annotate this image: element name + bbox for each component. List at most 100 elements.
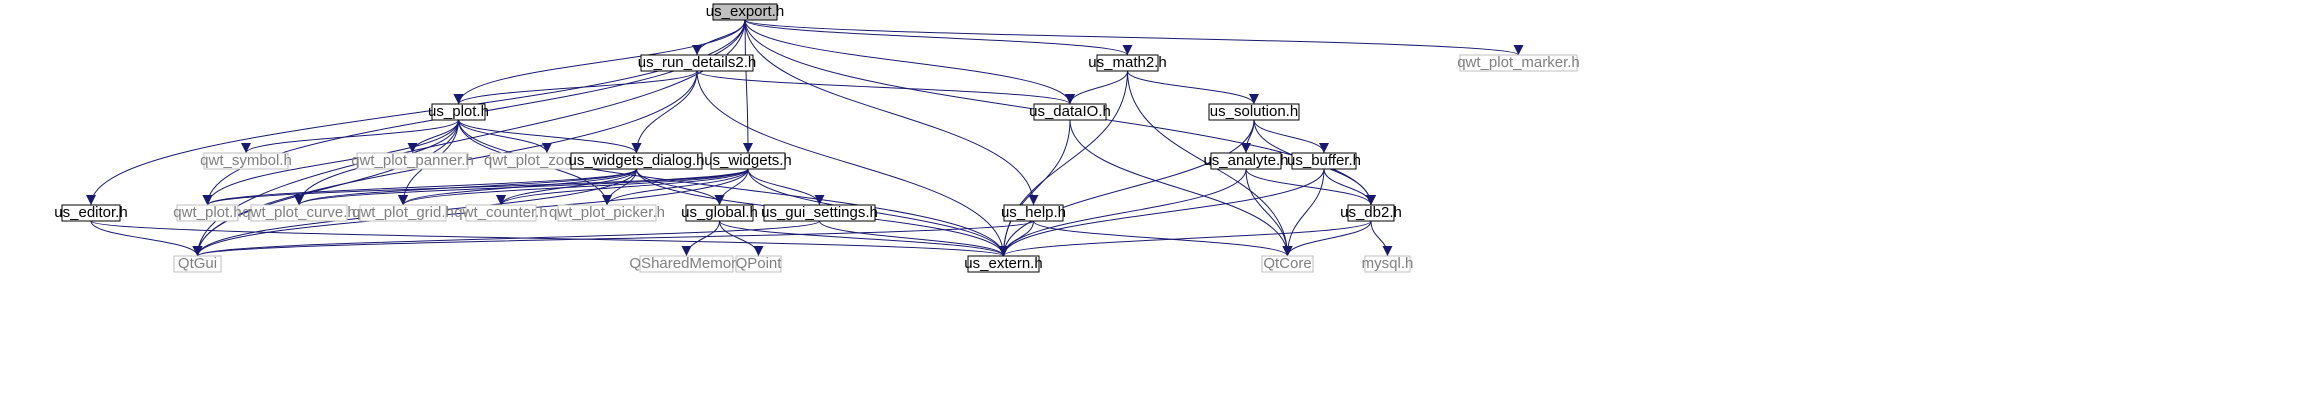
node-us_extern[interactable]: us_extern.h — [964, 255, 1043, 273]
edge-us_db2-to-mysql — [1370, 220, 1393, 257]
node-qwt_counter: qwt_counter.h — [454, 204, 548, 222]
node-qwt_plot_picker-label: qwt_plot_picker.h — [549, 204, 665, 221]
node-us_db2-label: us_db2.h — [1340, 204, 1402, 221]
node-us_widgets[interactable]: us_widgets.h — [704, 152, 792, 170]
node-qwt_counter-label: qwt_counter.h — [454, 204, 547, 221]
node-qwt_plot_panner: qwt_plot_panner.h — [351, 152, 474, 170]
node-qwt_plot_panner-box — [356, 152, 469, 170]
node-qwt_plot: qwt_plot.h — [173, 204, 242, 222]
node-mysql-box — [1364, 255, 1411, 273]
node-us_widgets_dialog[interactable]: us_widgets_dialog.h — [569, 152, 705, 170]
node-us_gui_settings-label: us_gui_settings.h — [761, 204, 878, 221]
node-us_dataIO[interactable]: us_dataIO.h — [1029, 103, 1111, 121]
node-QtCore-box — [1261, 255, 1314, 273]
edge-us_gui_settings-to-us_extern — [819, 220, 1009, 257]
node-us_solution[interactable]: us_solution.h — [1208, 103, 1300, 121]
node-mysql-label: mysql.h — [1362, 255, 1414, 272]
node-us_widgets_dialog-box — [570, 152, 703, 170]
node-qwt_plot_curve: qwt_plot_curve.h — [242, 204, 356, 222]
edge-us_export-to-us_plot — [453, 19, 746, 105]
node-qwt_plot_picker: qwt_plot_picker.h — [549, 204, 665, 222]
node-qwt_plot_marker-label: qwt_plot_marker.h — [1457, 54, 1580, 71]
node-us_math2[interactable]: us_math2.h — [1088, 54, 1167, 72]
node-qwt_plot_panner-label: qwt_plot_panner.h — [351, 152, 474, 169]
edge-us_export-to-us_widgets — [742, 19, 753, 154]
node-qwt_counter-box — [465, 204, 537, 222]
node-us_editor-label: us_editor.h — [54, 204, 127, 221]
node-QPoint-box — [735, 255, 782, 273]
edge-us_export-to-us_help — [744, 19, 1039, 206]
node-QtGui-box — [173, 255, 222, 273]
node-qwt_plot_marker: qwt_plot_marker.h — [1457, 54, 1580, 72]
node-us_run_details2-label: us_run_details2.h — [638, 54, 756, 71]
node-qwt_plot_marker-box — [1459, 54, 1578, 72]
node-QtCore: QtCore — [1261, 255, 1314, 273]
node-us_help[interactable]: us_help.h — [1001, 204, 1066, 222]
node-us_gui_settings-box — [763, 204, 876, 222]
node-qwt_symbol: qwt_symbol.h — [200, 152, 292, 170]
edge-us_global-to-QPoint — [719, 220, 764, 257]
node-us_global[interactable]: us_global.h — [681, 204, 758, 222]
node-us_export[interactable]: us_export.h — [706, 3, 784, 21]
node-mysql: mysql.h — [1362, 255, 1414, 273]
edge-us_widgets-to-qwt_counter — [496, 168, 749, 206]
edge-us_plot-to-us_widgets_dialog — [458, 119, 642, 154]
edge-us_dataIO-to-us_extern — [998, 119, 1071, 257]
node-us_editor[interactable]: us_editor.h — [54, 204, 128, 222]
edge-us_run_details2-to-us_widgets_dialog — [631, 70, 698, 154]
edge-us_db2-to-us_extern — [998, 220, 1372, 257]
node-QPoint-label: QPoint — [736, 255, 783, 272]
edge-us_math2-to-us_solution — [1127, 70, 1259, 105]
node-us_gui_settings[interactable]: us_gui_settings.h — [761, 204, 878, 222]
node-QSharedMemory-box — [639, 255, 734, 273]
edge-us_run_details2-to-us_extern — [696, 70, 1009, 257]
node-us_analyte-box — [1210, 152, 1282, 170]
edge-us_widgets-to-us_global — [714, 168, 749, 206]
node-us_export-box — [712, 3, 778, 21]
edge-us_solution-to-us_buffer — [1253, 119, 1329, 154]
node-us_buffer-label: us_buffer.h — [1287, 152, 1361, 169]
edge-us_plot-to-QtGui — [192, 119, 459, 257]
node-us_run_details2-box — [640, 54, 754, 72]
edge-us_global-to-us_extern — [719, 220, 1009, 257]
edge-us_plot-to-qwt_plot_zoomer — [458, 119, 552, 154]
edge-us_help-to-QtGui — [192, 220, 1034, 257]
edge-us_gui_settings-to-QtGui — [192, 220, 820, 257]
edge-us_plot-to-us_extern — [458, 119, 1009, 257]
edge-us_buffer-to-us_extern — [998, 168, 1325, 257]
node-us_extern-box — [967, 255, 1040, 273]
node-us_run_details2[interactable]: us_run_details2.h — [638, 54, 756, 72]
node-us_widgets_dialog-label: us_widgets_dialog.h — [569, 152, 705, 169]
node-qwt_plot-label: qwt_plot.h — [173, 204, 241, 221]
edge-us_widgets-to-qwt_plot_curve — [294, 168, 749, 206]
edge-us_solution-to-us_analyte — [1241, 119, 1255, 154]
node-us_db2[interactable]: us_db2.h — [1340, 204, 1402, 222]
node-qwt_symbol-box — [203, 152, 289, 170]
edge-us_export-to-us_math2 — [744, 19, 1133, 56]
node-us_buffer[interactable]: us_buffer.h — [1287, 152, 1361, 170]
edge-us_plot-to-qwt_symbol — [241, 119, 459, 154]
node-QtCore-label: QtCore — [1263, 255, 1311, 272]
node-us_plot-box — [431, 103, 486, 121]
edge-us_run_details2-to-us_dataIO — [696, 70, 1075, 105]
edge-us_math2-to-us_extern — [998, 70, 1128, 257]
node-qwt_symbol-label: qwt_symbol.h — [200, 152, 292, 169]
edge-us_editor-to-QtGui — [90, 220, 203, 257]
node-us_plot-label: us_plot.h — [428, 103, 489, 120]
node-us_analyte[interactable]: us_analyte.h — [1203, 152, 1289, 170]
node-QSharedMemory: QSharedMemory — [629, 255, 744, 273]
node-QSharedMemory-label: QSharedMemory — [629, 255, 744, 272]
node-us_help-label: us_help.h — [1001, 204, 1066, 221]
node-qwt_plot_grid-box — [359, 204, 447, 222]
edge-us_help-to-QtCore — [1033, 220, 1293, 257]
node-us_editor-box — [61, 204, 121, 222]
node-QtGui: QtGui — [173, 255, 222, 273]
node-us_plot[interactable]: us_plot.h — [428, 103, 489, 121]
edge-us_buffer-to-us_db2 — [1323, 168, 1376, 206]
edge-us_widgets-to-qwt_plot_grid — [398, 168, 749, 206]
edge-us_widgets-to-us_extern — [747, 168, 1009, 257]
edge-us_export-to-qwt_plot_marker — [744, 19, 1524, 56]
edge-us_global-to-QSharedMemory — [681, 220, 720, 257]
edge-us_widgets_dialog-to-qwt_plot — [202, 168, 637, 206]
